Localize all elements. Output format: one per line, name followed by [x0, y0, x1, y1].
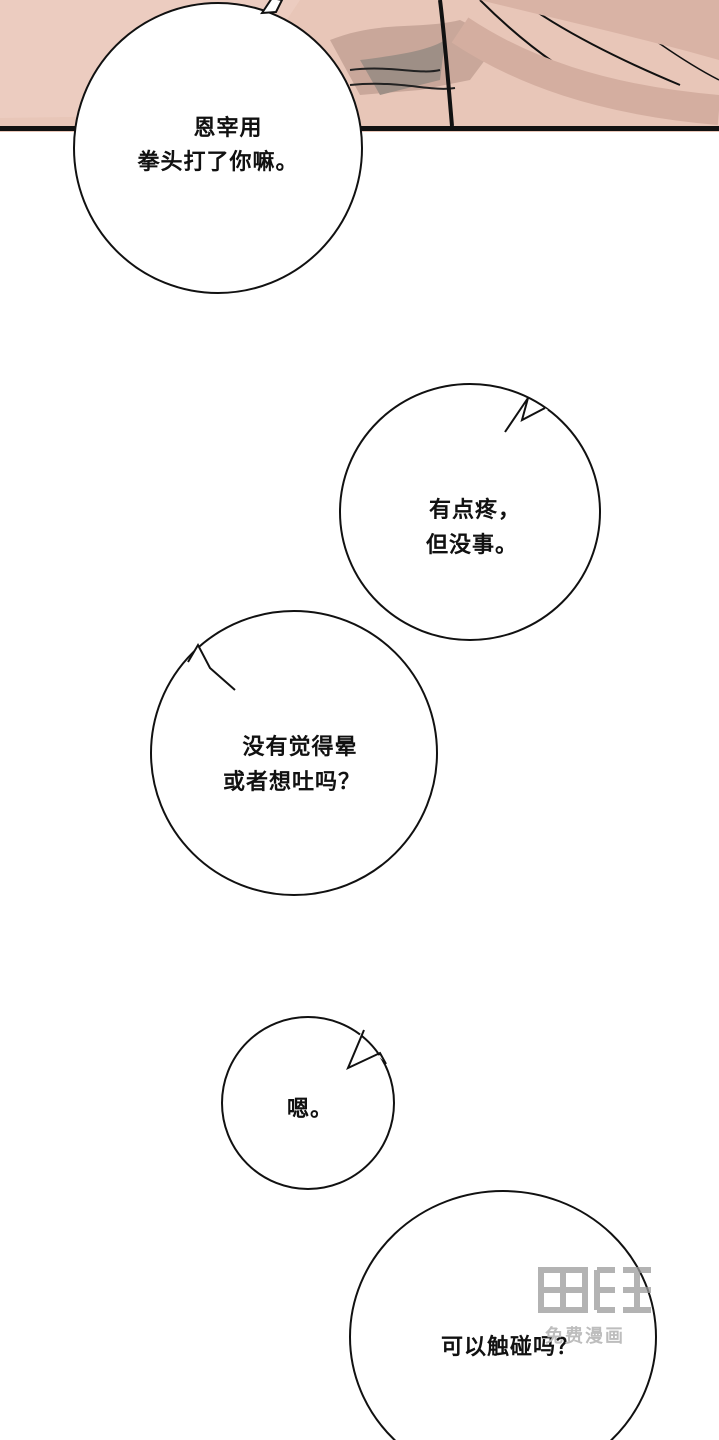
bubble-3-line-1: 没有觉得晕: [242, 735, 358, 760]
bubble-3-line-2: 或者想吐吗？: [222, 770, 361, 795]
speech-bubble-4: [221, 1016, 395, 1190]
watermark-text: 免费漫画: [545, 1326, 625, 1347]
bubble-4-line-1: 嗯。: [286, 1097, 333, 1122]
speech-bubble-1: [73, 0, 363, 294]
bubble-5-line-1: 可以触碰吗？: [440, 1335, 579, 1360]
speech-bubble-2: [339, 383, 601, 641]
bubble-1-line-2: 拳头打了你嘛。: [137, 150, 299, 175]
bubble-2-line-1: 有点疼，: [428, 498, 521, 523]
speech-bubble-3: [150, 610, 438, 896]
huamang-logo-icon: [538, 1267, 651, 1313]
bubble-2-line-2: 但没事。: [425, 533, 518, 558]
speech-bubble-5: [349, 1190, 657, 1440]
bubble-1-line-1: 恩宰用: [193, 116, 263, 141]
